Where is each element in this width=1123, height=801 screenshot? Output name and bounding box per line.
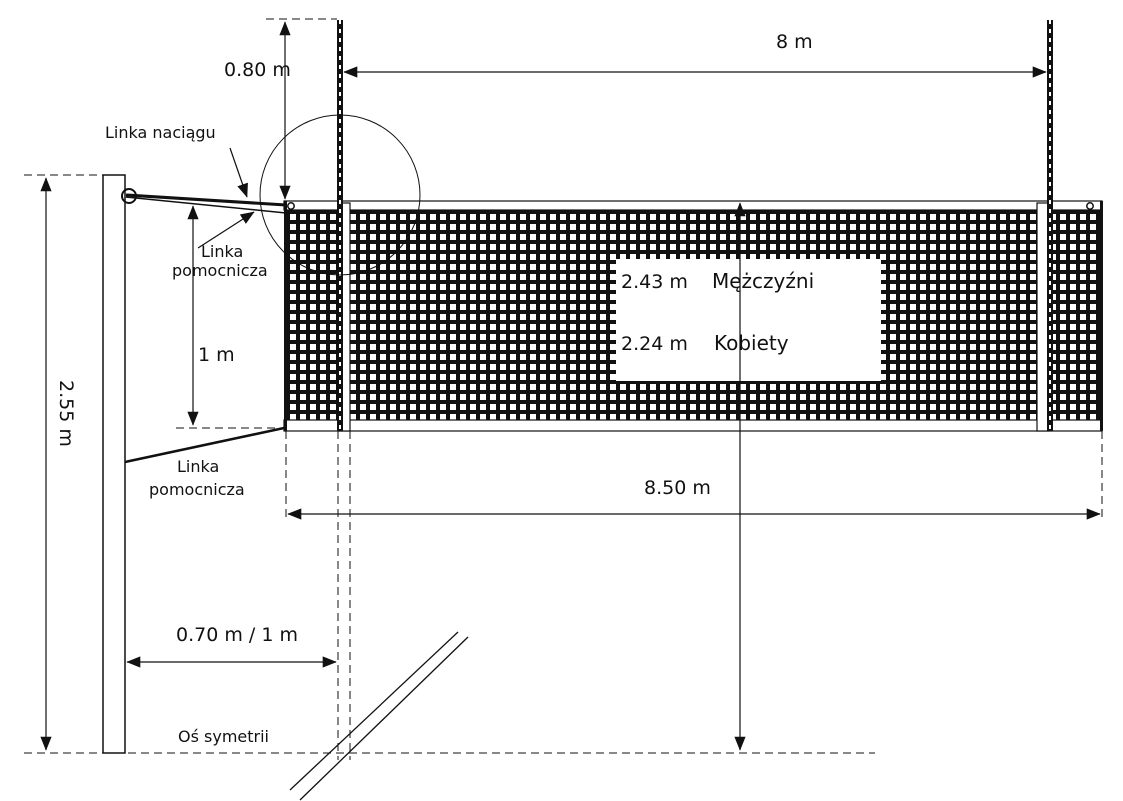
- label-post-height: 2.55 m: [55, 380, 77, 447]
- label-symmetry-axis: Oś symetrii: [178, 727, 269, 746]
- label-women-height-value: 2.24 m: [621, 333, 688, 355]
- label-men-height-value: 2.43 m: [621, 271, 688, 293]
- detail-circle: [259, 114, 421, 276]
- label-aux-cable-upper-2: pomocnicza: [172, 261, 268, 280]
- net-ring-left: [287, 202, 295, 210]
- net-side-left: [284, 201, 287, 431]
- aux-cable-lower: [124, 426, 285, 464]
- symmetry-axis-break: [289, 631, 469, 801]
- net-bottom-band: [283, 419, 1103, 432]
- label-women: Kobiety: [714, 331, 789, 355]
- label-aux-cable-lower-1: Linka: [177, 457, 219, 476]
- label-post-distance: 0.70 m / 1 m: [176, 624, 298, 646]
- net-side-right: [1100, 201, 1103, 431]
- label-aux-cable-lower-2: pomocnicza: [149, 480, 245, 499]
- net-top-band: [283, 200, 1103, 211]
- tension-cable: [125, 193, 287, 214]
- leader-lines: [197, 147, 255, 249]
- antenna-right: [1047, 20, 1053, 431]
- label-tension-cable: Linka naciągu: [105, 123, 216, 142]
- net-ring-right: [1086, 202, 1094, 210]
- antenna-left: [337, 20, 343, 431]
- label-men: Mężczyźni: [712, 269, 814, 293]
- net-height-info-box: [616, 259, 881, 381]
- label-aux-cable-upper-1: Linka: [201, 242, 243, 261]
- label-antenna-spacing: 8 m: [776, 31, 813, 53]
- label-net-length: 8.50 m: [644, 477, 711, 499]
- label-antenna-height: 0.80 m: [224, 59, 291, 81]
- dimension-lines: [40, 21, 1101, 751]
- net: [283, 200, 1103, 432]
- post: [102, 174, 126, 754]
- label-net-depth: 1 m: [198, 344, 235, 366]
- reference-lines: [24, 18, 1103, 760]
